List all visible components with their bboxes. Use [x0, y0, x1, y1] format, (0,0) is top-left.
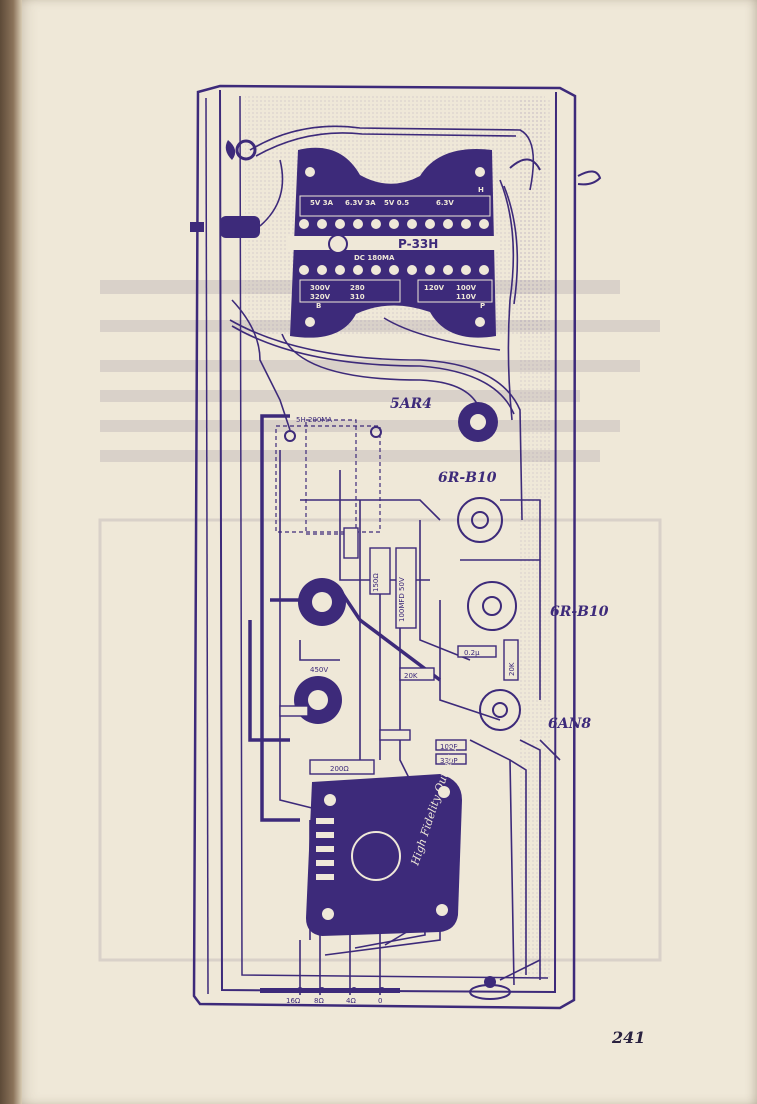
transformer-pri-120v: 120V — [424, 284, 445, 292]
heavy-wires — [248, 414, 442, 822]
output-terminal-strip — [260, 976, 511, 1000]
transformer-pri-100v: 100V — [456, 284, 477, 292]
tube-label-6rb10-1: 6R-B10 — [438, 470, 497, 486]
resistors-capacitors — [279, 527, 519, 775]
book-spine — [0, 0, 22, 1104]
electrolytic-capacitor-2 — [294, 676, 342, 724]
choke-outline — [275, 425, 381, 533]
capacitor-450v: 450V — [310, 666, 328, 674]
tube-socket-6an8 — [479, 689, 521, 731]
choke-label: 5H 200MA — [296, 416, 332, 424]
transformer-sec-310: 310 — [350, 293, 365, 301]
resistor-20k-1: 20K — [404, 672, 418, 680]
transformer-corner-b: B — [316, 302, 321, 310]
resistor-20k-2: 20K — [508, 662, 516, 676]
resistor-150-ohm: 150Ω — [372, 573, 380, 592]
capacitor-100mfd: 100MFD 50V — [398, 577, 406, 622]
electrolytic-capacitor-1 — [298, 578, 346, 626]
terminal-16-ohm: 16Ω — [286, 997, 301, 1005]
transformer-sec-300v: 300V — [310, 284, 331, 292]
transformer-tap-6v3a: 6.3V 3A — [345, 199, 376, 207]
resistor-200-ohm: 200Ω — [330, 765, 349, 773]
capacitor-330p: 330P — [440, 757, 458, 765]
mounting-brackets — [509, 158, 602, 186]
terminal-0: 0 — [378, 997, 382, 1005]
ac-input-jack — [190, 139, 260, 238]
terminal-4-ohm: 4Ω — [346, 997, 356, 1005]
transformer-corner-p: P — [480, 302, 485, 310]
tube-label-5ar4: 5AR4 — [390, 396, 432, 412]
tube-socket-5ar4 — [458, 402, 498, 442]
tube-label-6rb10-2: 6R-B10 — [550, 604, 609, 620]
transformer-sec-320v: 320V — [310, 293, 331, 301]
output-transformer — [306, 774, 462, 936]
tube-socket-6rb10-2 — [467, 581, 517, 631]
transformer-corner-h: H — [478, 186, 484, 194]
capacitor-02u: 0.2μ — [464, 649, 480, 657]
tube-socket-6rb10-1 — [457, 497, 503, 543]
transformer-model: P-33H — [398, 237, 438, 251]
transformer-sec-280: 280 — [350, 284, 365, 292]
transformer-pri-110v: 110V — [456, 293, 477, 301]
transformer-tap-5v05: 5V 0.5 — [384, 199, 409, 207]
page-number: 241 — [612, 1028, 646, 1047]
tube-label-6an8: 6AN8 — [548, 716, 591, 732]
power-transformer — [288, 147, 500, 338]
stippled-right-wall — [520, 100, 552, 980]
capacitor-100p: 100P — [440, 743, 458, 751]
terminal-8-ohm: 8Ω — [314, 997, 324, 1005]
transformer-tap-6v: 6.3V — [436, 199, 454, 207]
transformer-tap-5v3a: 5V 3A — [310, 199, 334, 207]
choke-core — [305, 419, 357, 535]
transformer-current: DC 180MA — [354, 254, 395, 262]
